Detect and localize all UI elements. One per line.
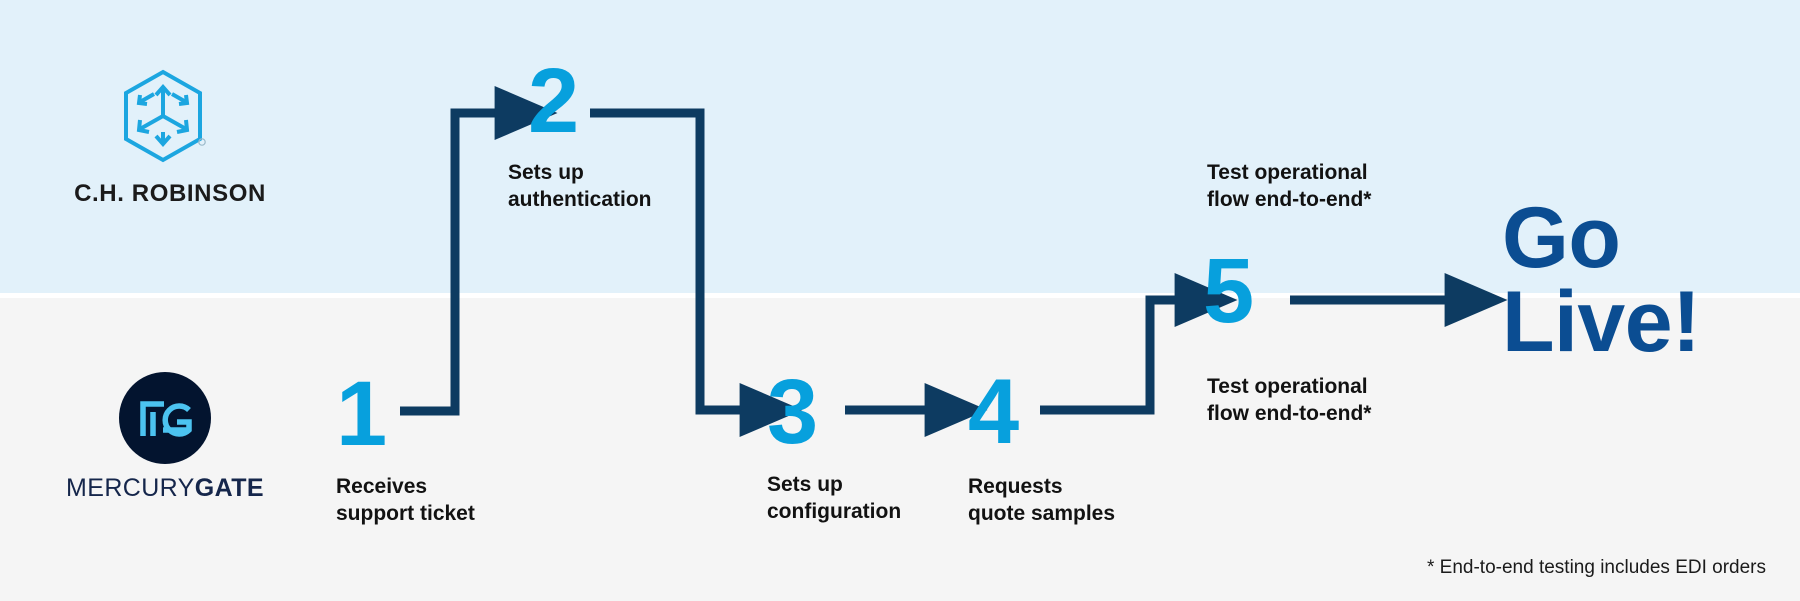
step-5-label-top-lane: Test operational flow end-to-end* bbox=[1207, 161, 1372, 211]
step-3-label: Sets up configuration bbox=[767, 473, 902, 523]
go-live-callout: Go Live! bbox=[1502, 190, 1701, 371]
mercurygate-wordmark: MERCURYGATE bbox=[40, 474, 290, 503]
lane-band-mercurygate bbox=[0, 298, 1800, 601]
mercurygate-wordmark-light: MERCURY bbox=[66, 474, 195, 502]
step-5-label-bottom-lane: Test operational flow end-to-end* bbox=[1207, 375, 1372, 425]
step-3-number: 3 bbox=[767, 361, 819, 463]
mercurygate-mg-monogram-icon bbox=[140, 401, 192, 437]
step-2-number: 2 bbox=[528, 50, 580, 152]
ch-robinson-hexagon-icon bbox=[124, 69, 206, 163]
mercurygate-wordmark-bold: GATE bbox=[194, 474, 264, 502]
step-1-label: Receives support ticket bbox=[336, 475, 475, 525]
step-1-number: 1 bbox=[336, 363, 388, 465]
ch-robinson-wordmark: C.H. ROBINSON bbox=[74, 180, 266, 207]
lane-band-chrobinson bbox=[0, 0, 1800, 293]
mercurygate-logo-badge bbox=[119, 372, 211, 464]
step-4-label: Requests quote samples bbox=[968, 475, 1116, 525]
step-4-number: 4 bbox=[968, 361, 1020, 463]
step-5-number: 5 bbox=[1203, 240, 1255, 342]
footnote-text: * End-to-end testing includes EDI orders bbox=[1426, 557, 1766, 578]
step-2-label: Sets up authentication bbox=[508, 161, 652, 211]
lane-divider bbox=[0, 293, 1800, 298]
